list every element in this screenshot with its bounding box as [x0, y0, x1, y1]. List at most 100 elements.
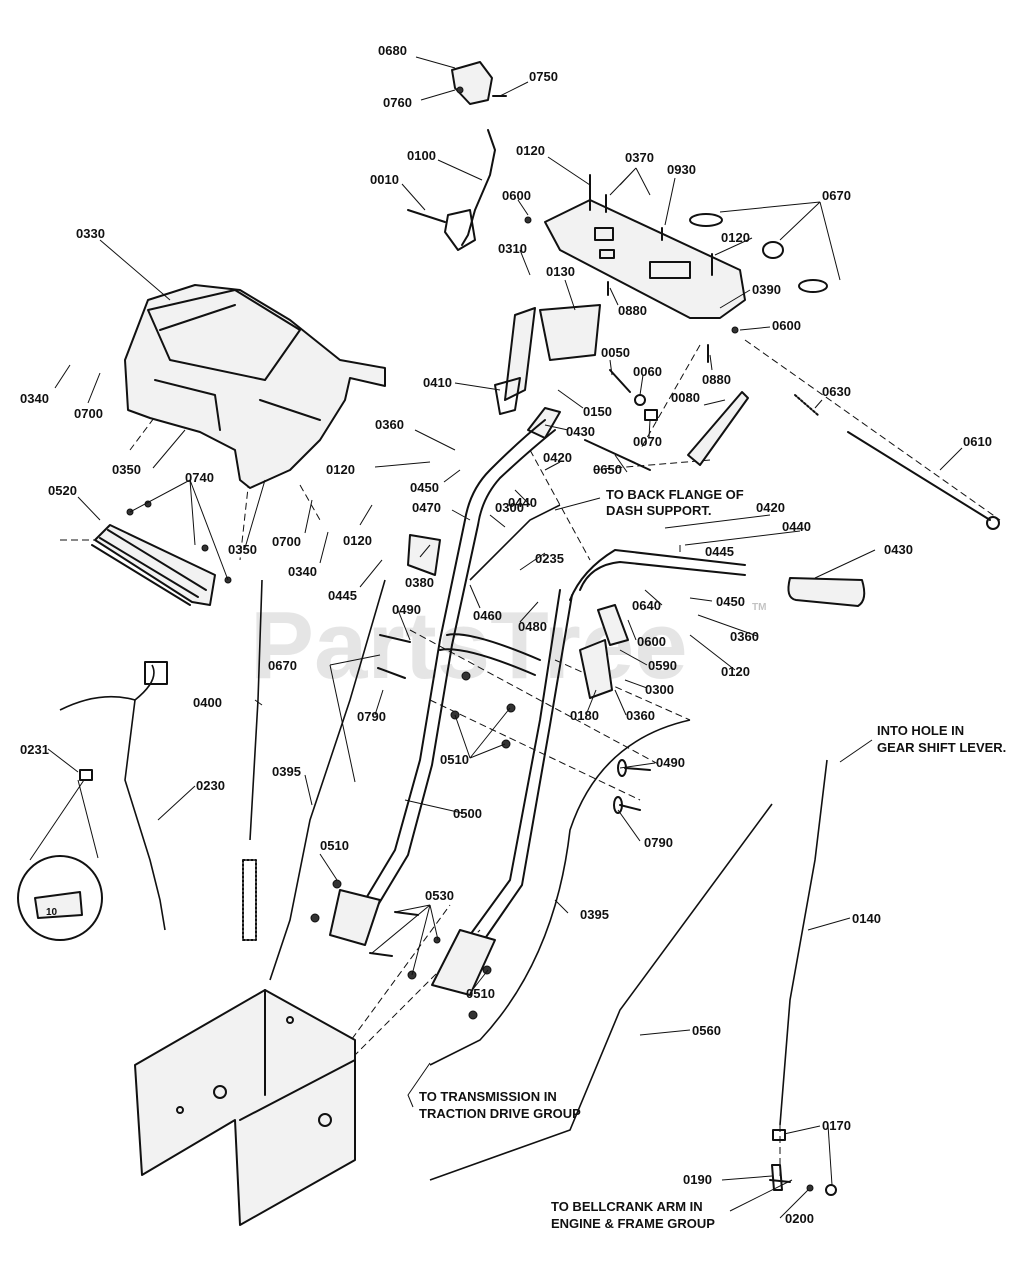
callout-0930: 0930 — [667, 162, 696, 177]
callout-0150: 0150 — [583, 404, 612, 419]
callout-0420: 0420 — [543, 450, 572, 465]
callout-0370: 0370 — [625, 150, 654, 165]
callout-0470: 0470 — [412, 500, 441, 515]
callout-0790: 0790 — [644, 835, 673, 850]
callout-0235: 0235 — [535, 551, 564, 566]
callout-0120: 0120 — [721, 230, 750, 245]
note-bellcrank-line2: ENGINE & FRAME GROUP — [551, 1216, 715, 1231]
rod-and-spring-parts — [794, 394, 1000, 530]
watermark-text: PartsTree — [250, 592, 688, 699]
callout-0050: 0050 — [601, 345, 630, 360]
callout-0440: 0440 — [782, 519, 811, 534]
callout-0680: 0680 — [378, 43, 407, 58]
callout-0420: 0420 — [756, 500, 785, 515]
callout-0120: 0120 — [516, 143, 545, 158]
dash-panel-part — [524, 174, 746, 363]
callout-0170: 0170 — [822, 1118, 851, 1133]
callout-0300: 0300 — [645, 682, 674, 697]
callout-0450: 0450 — [410, 480, 439, 495]
callout-0310: 0310 — [498, 241, 527, 256]
callout-0350: 0350 — [228, 542, 257, 557]
callout-0360: 0360 — [626, 708, 655, 723]
callout-0750: 0750 — [529, 69, 558, 84]
callout-0190: 0190 — [683, 1172, 712, 1187]
lower-handle-part — [329, 589, 573, 996]
callout-0450: 0450 — [716, 594, 745, 609]
callout-0700: 0700 — [74, 406, 103, 421]
callout-0670: 0670 — [268, 658, 297, 673]
callout-0340: 0340 — [288, 564, 317, 579]
note-transmission-line1: TO TRANSMISSION IN — [419, 1089, 557, 1104]
bolt-parts — [310, 634, 651, 1020]
callout-0445: 0445 — [705, 544, 734, 559]
callout-0360: 0360 — [730, 629, 759, 644]
callout-0480: 0480 — [518, 619, 547, 634]
frame-plate-part — [134, 989, 356, 1226]
callout-0600: 0600 — [637, 634, 666, 649]
callout-0590: 0590 — [648, 658, 677, 673]
callout-0380: 0380 — [405, 575, 434, 590]
note-bellcrank-line1: TO BELLCRANK ARM IN — [551, 1199, 703, 1214]
note-back-flange-line1: TO BACK FLANGE OF — [606, 487, 744, 502]
callout-0520: 0520 — [48, 483, 77, 498]
note-back-flange-line2: DASH SUPPORT. — [606, 503, 711, 518]
shift-lever-part — [407, 129, 496, 251]
callout-0650: 0650 — [593, 462, 622, 477]
callout-0760: 0760 — [383, 95, 412, 110]
callout-0395: 0395 — [272, 764, 301, 779]
callout-0600: 0600 — [502, 188, 531, 203]
callout-0230: 0230 — [196, 778, 225, 793]
shroud-cover-part — [124, 284, 386, 489]
callout-0430: 0430 — [566, 424, 595, 439]
callout-0490: 0490 — [392, 602, 421, 617]
fuse-label: 10 — [46, 907, 58, 918]
callout-0120: 0120 — [326, 462, 355, 477]
handle-grip-parts — [494, 304, 749, 471]
callout-0740: 0740 — [185, 470, 214, 485]
callout-0120: 0120 — [343, 533, 372, 548]
bracket-parts — [407, 534, 629, 699]
callout-0530: 0530 — [425, 888, 454, 903]
bellcrank-link-parts — [769, 1129, 837, 1196]
headlight-part — [91, 500, 232, 606]
callout-0231: 0231 — [20, 742, 49, 757]
callout-0340: 0340 — [20, 391, 49, 406]
callout-0460: 0460 — [473, 608, 502, 623]
callout-0060: 0060 — [633, 364, 662, 379]
callout-0440: 0440 — [508, 495, 537, 510]
callout-0395: 0395 — [580, 907, 609, 922]
callout-0360: 0360 — [375, 417, 404, 432]
callout-0630: 0630 — [822, 384, 851, 399]
note-gear-shift-line2: GEAR SHIFT LEVER. — [877, 740, 1006, 755]
callout-0390: 0390 — [752, 282, 781, 297]
cable-clips-part — [689, 213, 828, 293]
callout-0010: 0010 — [370, 172, 399, 187]
callout-0070: 0070 — [633, 434, 662, 449]
callout-0700: 0700 — [272, 534, 301, 549]
callout-0430: 0430 — [884, 542, 913, 557]
callout-labels: 0680 0750 0760 0100 0010 0120 0370 0930 … — [20, 43, 992, 1226]
callout-0350: 0350 — [112, 462, 141, 477]
callout-0790: 0790 — [357, 709, 386, 724]
callout-0600: 0600 — [772, 318, 801, 333]
callout-0490: 0490 — [656, 755, 685, 770]
callout-0445: 0445 — [328, 588, 357, 603]
control-handle-part — [451, 61, 507, 105]
callout-0500: 0500 — [453, 806, 482, 821]
note-transmission-line2: TRACTION DRIVE GROUP — [419, 1106, 581, 1121]
callout-0200: 0200 — [785, 1211, 814, 1226]
cable-parts — [59, 504, 828, 1181]
callout-0080: 0080 — [671, 390, 700, 405]
callout-0410: 0410 — [423, 375, 452, 390]
callout-0300: 0300 — [495, 500, 524, 515]
callout-0100: 0100 — [407, 148, 436, 163]
callout-0400: 0400 — [193, 695, 222, 710]
callout-0640: 0640 — [632, 598, 661, 613]
watermark-trademark: TM — [752, 602, 766, 613]
callout-0670: 0670 — [822, 188, 851, 203]
callout-0180: 0180 — [570, 708, 599, 723]
fuse-inset: 10 — [17, 769, 103, 941]
instruction-notes: TO BACK FLANGE OF DASH SUPPORT. INTO HOL… — [419, 487, 1006, 1231]
callout-0880: 0880 — [702, 372, 731, 387]
